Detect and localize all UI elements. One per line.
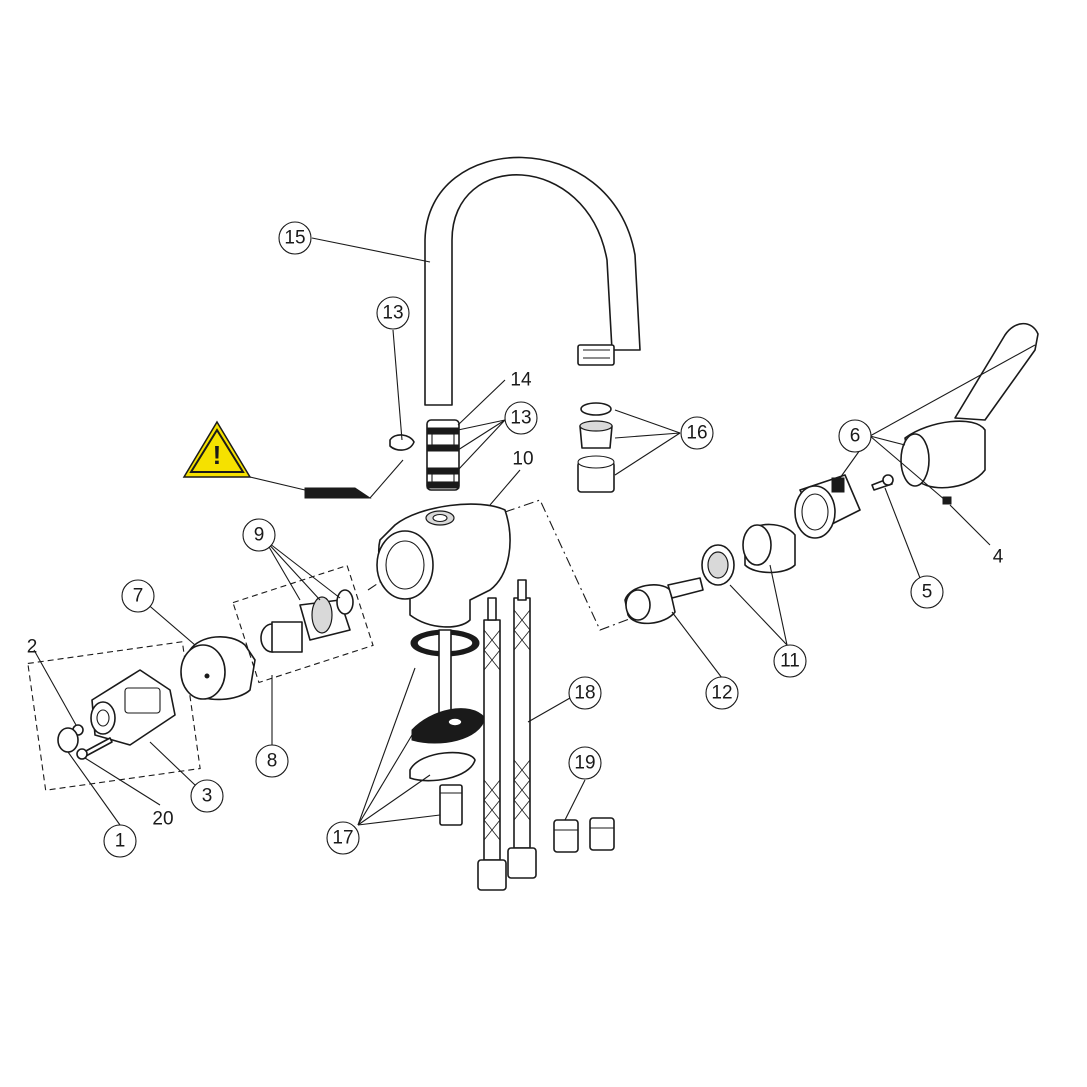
kit-box-8 <box>232 564 374 684</box>
callout-11: 11 <box>773 644 807 678</box>
svg-text:1: 1 <box>115 831 126 852</box>
callout-20: 20 <box>152 809 173 830</box>
svg-text:6: 6 <box>850 426 861 447</box>
callout-15: 15 <box>278 221 312 255</box>
stem-part-12 <box>624 577 704 625</box>
svg-text:9: 9 <box>254 525 265 546</box>
handle-housing-part-3 <box>90 669 176 746</box>
callout-1: 1 <box>103 824 137 858</box>
callout-6: 6 <box>838 419 872 453</box>
spout-part-15 <box>424 156 641 406</box>
spout-insert-part-14 <box>426 419 460 491</box>
callout-5: 5 <box>910 575 944 609</box>
svg-text:12: 12 <box>711 683 732 704</box>
callout-8: 8 <box>255 744 289 778</box>
clip-ring-part-13 <box>389 434 415 451</box>
svg-text:8: 8 <box>267 751 278 772</box>
aerator-part-16 <box>577 402 615 493</box>
svg-text:17: 17 <box>332 828 353 849</box>
callout-13-top: 13 <box>376 296 410 330</box>
callout-10: 10 <box>512 449 533 470</box>
supply-hoses-part-18 <box>477 579 537 891</box>
callout-7: 7 <box>121 579 155 613</box>
svg-text:4: 4 <box>993 547 1004 568</box>
callout-17: 17 <box>326 821 360 855</box>
callout-3: 3 <box>190 779 224 813</box>
svg-text:7: 7 <box>133 586 144 607</box>
svg-text:14: 14 <box>510 370 532 391</box>
callout-9: 9 <box>242 518 276 552</box>
valve-part-9 <box>260 589 354 653</box>
callout-18: 18 <box>568 676 602 710</box>
svg-text:19: 19 <box>574 753 595 774</box>
callout-16: 16 <box>680 416 714 450</box>
nut-part-11 <box>701 523 796 586</box>
warning-triangle-icon <box>182 420 252 478</box>
screw-part-5 <box>871 474 894 491</box>
cap-part-1 <box>57 727 79 753</box>
callout-2: 2 <box>27 637 38 658</box>
svg-text:2: 2 <box>27 637 38 658</box>
handle-sleeve-part-6 <box>794 322 1039 539</box>
adapters-part-19 <box>553 817 615 853</box>
svg-text:16: 16 <box>686 423 707 444</box>
cartridge-part-7 <box>180 635 256 701</box>
svg-text:11: 11 <box>780 651 800 672</box>
assembly-axis-12 <box>504 499 633 631</box>
leader-lines <box>33 237 1036 826</box>
callout-4: 4 <box>993 547 1004 568</box>
kit-box-3 <box>27 641 201 791</box>
body-part-10 <box>376 503 511 628</box>
warning-symbol: ! <box>213 440 222 470</box>
svg-text:18: 18 <box>574 683 595 704</box>
svg-text:5: 5 <box>922 582 933 603</box>
assembly-axis-7 <box>367 581 381 591</box>
setscrew-part-4 <box>942 496 952 505</box>
warning-group: ! <box>182 420 372 499</box>
screw-part-20 <box>76 737 113 760</box>
callout-13-right: 13 <box>504 401 538 435</box>
svg-text:13: 13 <box>382 303 403 324</box>
svg-text:13: 13 <box>510 408 531 429</box>
svg-text:15: 15 <box>284 228 305 249</box>
svg-text:3: 3 <box>202 786 213 807</box>
mounting-kit-part-17 <box>409 629 486 826</box>
callout-12: 12 <box>705 676 739 710</box>
callout-14: 14 <box>510 370 532 391</box>
callout-19: 19 <box>568 746 602 780</box>
svg-text:20: 20 <box>152 809 173 830</box>
svg-text:10: 10 <box>512 449 533 470</box>
